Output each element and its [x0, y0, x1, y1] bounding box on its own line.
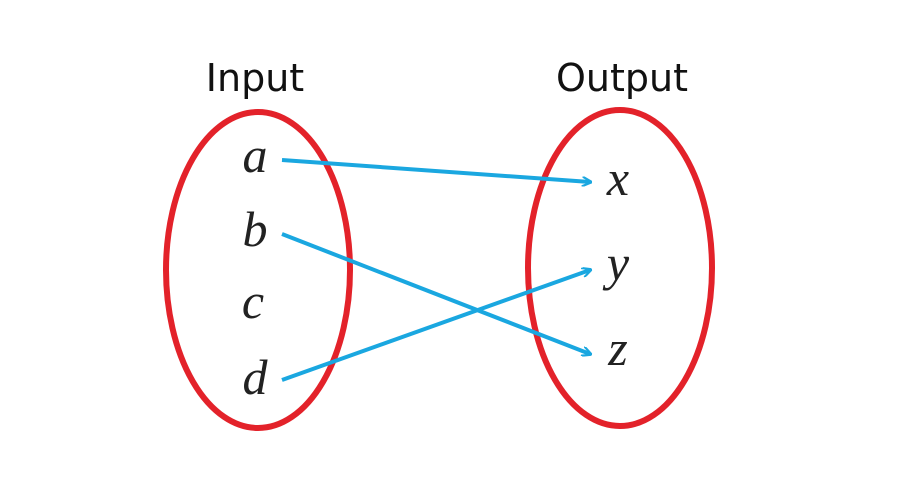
output-set-oval: [525, 107, 715, 429]
input-element-c: c: [242, 273, 264, 329]
input-element-a: a: [243, 127, 268, 183]
arrow-b-to-z: [281, 232, 590, 354]
output-set-title: Output: [556, 56, 688, 100]
arrow-a-to-x: [281, 158, 590, 182]
output-element-y: y: [602, 235, 630, 291]
input-set-title: Input: [206, 56, 304, 100]
input-element-d: d: [243, 349, 269, 405]
input-set-oval: [163, 109, 353, 431]
output-element-x: x: [606, 150, 629, 206]
arrow-d-to-y: [281, 270, 590, 382]
output-element-z: z: [607, 320, 627, 376]
input-element-b: b: [243, 201, 268, 257]
